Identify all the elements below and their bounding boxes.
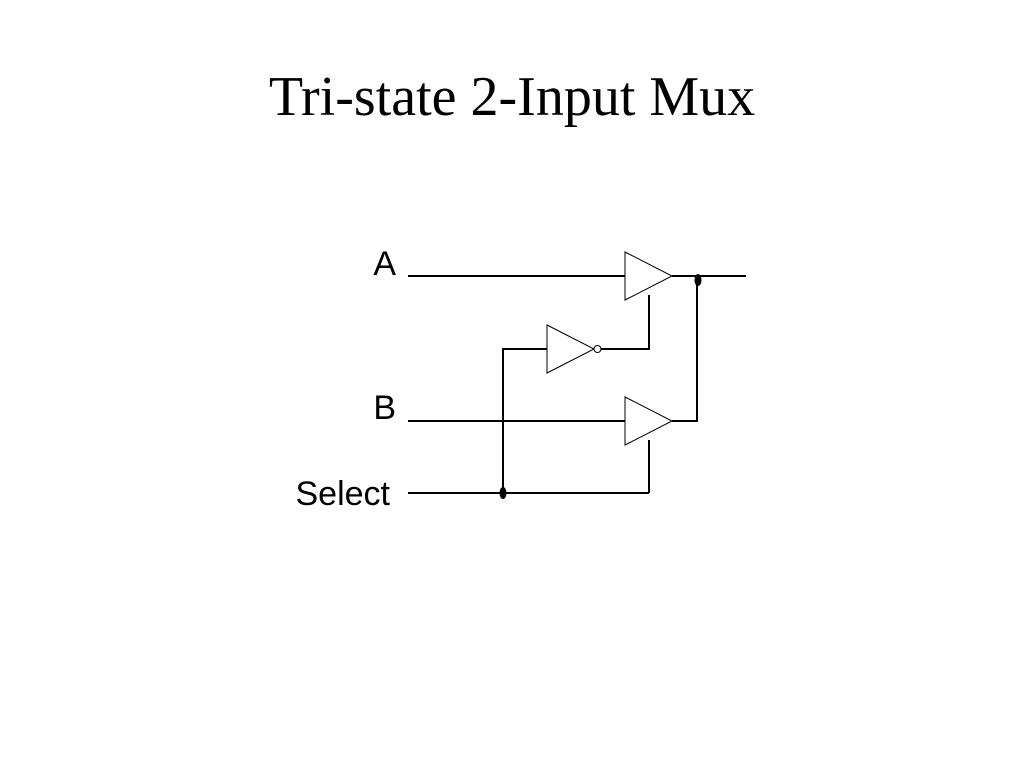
inverter-icon [546, 324, 596, 374]
slide-title: Tri-state 2-Input Mux [268, 66, 756, 128]
tristate-buffer-b-icon [624, 396, 674, 446]
inverter-bubble-icon [593, 345, 602, 353]
input-label-a: A [373, 245, 396, 283]
tristate-buffer-a-icon [624, 251, 674, 301]
junction-output [694, 274, 702, 286]
wire-output-b [672, 276, 698, 422]
wire-select-to-inverter [502, 348, 547, 493]
input-label-select: Select [296, 475, 391, 513]
input-label-b: B [373, 389, 396, 427]
junction-select [499, 487, 507, 499]
wire-inverter-to-enable-a [601, 295, 650, 350]
